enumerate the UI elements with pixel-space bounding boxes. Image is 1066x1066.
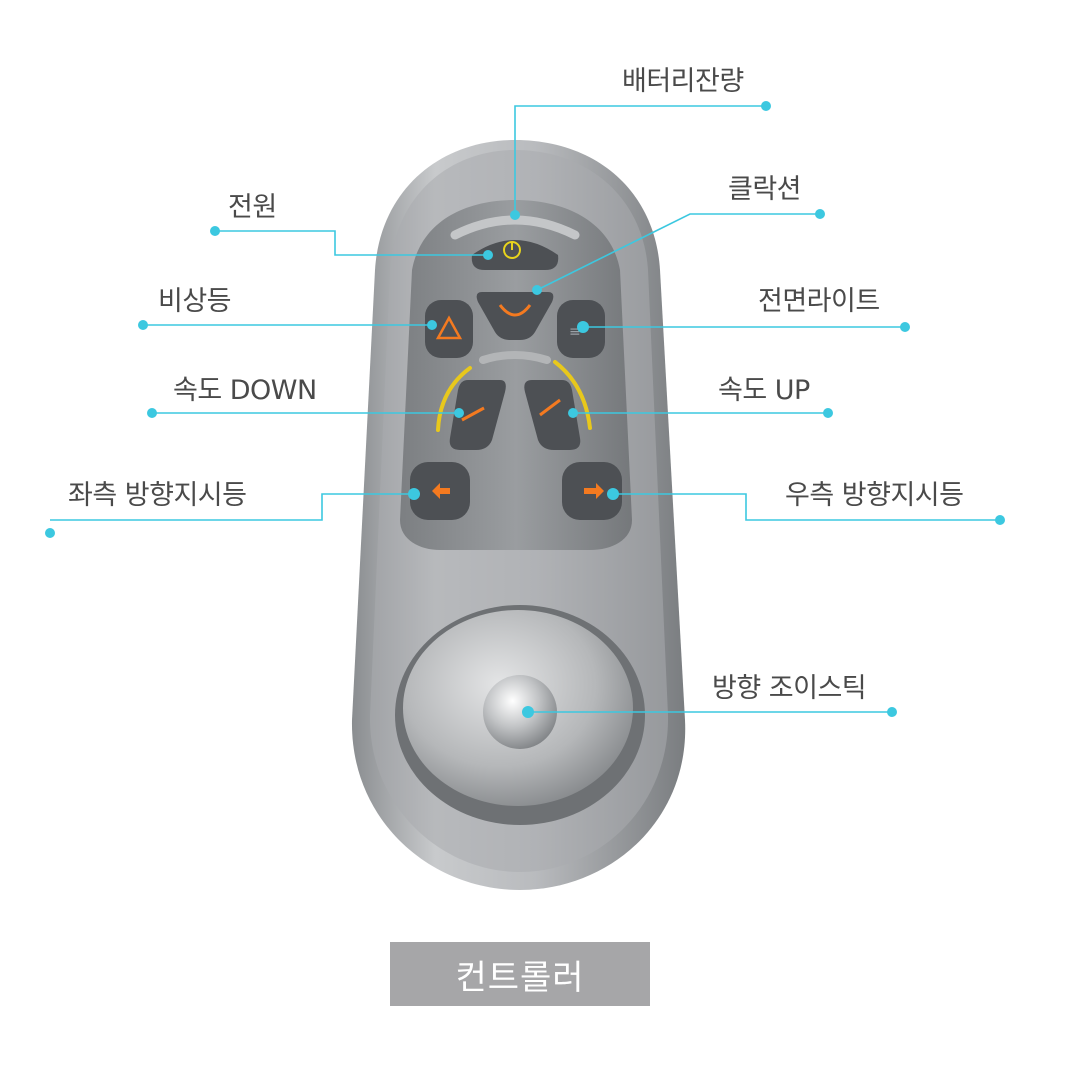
button-panel [400, 200, 632, 550]
caption-box: 컨트롤러 [390, 942, 650, 1006]
label-horn: 클락션 [728, 174, 802, 205]
horn-icon [498, 304, 532, 317]
hazard-button[interactable] [425, 300, 473, 358]
headlight-icon: ≡ [569, 324, 581, 340]
speed-down-button[interactable] [449, 380, 506, 450]
left-arrow-icon [432, 483, 450, 499]
speed-up-button[interactable] [524, 380, 581, 450]
speed-arc-right [553, 360, 592, 430]
power-button[interactable] [471, 240, 559, 270]
power-icon [503, 241, 521, 259]
leader-lines [50, 105, 1000, 713]
label-joystick: 방향 조이스틱 [712, 673, 867, 704]
label-right-turn: 우측 방향지시등 [785, 480, 964, 511]
speed-down-icon [461, 406, 485, 422]
label-headlight: 전면라이트 [758, 286, 880, 317]
speed-up-icon [539, 398, 561, 417]
leader-dots [45, 101, 1005, 717]
joystick-knob[interactable] [483, 675, 557, 749]
label-hazard: 비상등 [158, 286, 232, 317]
label-speed-up: 속도 UP [718, 375, 810, 406]
hazard-icon [435, 315, 463, 340]
label-left-turn: 좌측 방향지시등 [68, 480, 247, 511]
speed-arc-left [436, 366, 472, 432]
label-battery: 배터리잔량 [622, 66, 744, 97]
label-speed-down: 속도 DOWN [173, 375, 317, 406]
label-power: 전원 [228, 192, 277, 223]
right-arrow-icon [584, 483, 604, 499]
